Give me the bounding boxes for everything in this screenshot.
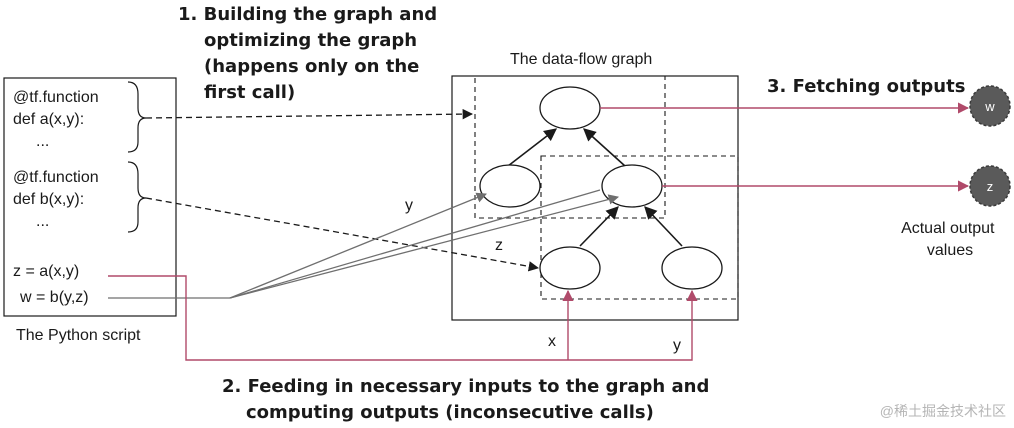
script-caption: The Python script	[16, 327, 141, 344]
graph-node-right	[601, 164, 663, 208]
script-block-b: @tf.function def b(x,y): ...	[13, 169, 103, 230]
brace-a	[127, 81, 147, 153]
script-call-z: z = a(x,y)	[13, 263, 79, 280]
red-input-path-y	[108, 275, 698, 361]
input-label-x-bottom: x	[548, 333, 556, 350]
step2-heading: 2. Feeding in necessary inputs to the gr…	[222, 376, 716, 423]
edge-br-to-right	[644, 206, 683, 247]
graph-node-bottom-right	[661, 246, 723, 290]
gray-arrow-y	[229, 192, 487, 299]
graph-node-left	[479, 164, 541, 208]
output-node-w	[969, 85, 1011, 127]
edge-bl-to-right	[579, 206, 619, 247]
input-label-z-mid: z	[495, 237, 503, 254]
output-node-z	[969, 165, 1011, 207]
edge-left-to-top	[507, 128, 558, 167]
graph-node-bottom-left	[539, 246, 601, 290]
script-block-a: @tf.function def a(x,y): ...	[13, 89, 103, 150]
output-node-w-label: w	[984, 99, 995, 114]
graph-title: The data-flow graph	[510, 51, 652, 68]
output-caption: Actual output values	[901, 220, 999, 259]
edge-right-to-top	[583, 128, 626, 167]
graph-node-top	[539, 86, 601, 130]
input-label-y-bottom: y	[673, 337, 681, 354]
output-node-z-label: z	[987, 179, 994, 194]
subgraph-a-box	[474, 75, 666, 219]
python-script-box	[3, 77, 177, 317]
step3-heading: 3. Fetching outputs	[767, 76, 965, 97]
watermark: @稀土掘金技术社区	[880, 403, 1006, 419]
script-call-w: w = b(y,z)	[19, 289, 89, 306]
gray-arrow-z	[229, 194, 620, 299]
step1-heading: 1. Building the graph and optimizing the…	[178, 4, 443, 103]
dashed-arrow-b-to-graph	[145, 197, 540, 272]
gray-line-z-2	[229, 189, 601, 299]
input-label-y-top: y	[405, 197, 413, 214]
dashed-arrow-a-to-graph	[145, 108, 474, 120]
brace-b	[127, 161, 147, 233]
